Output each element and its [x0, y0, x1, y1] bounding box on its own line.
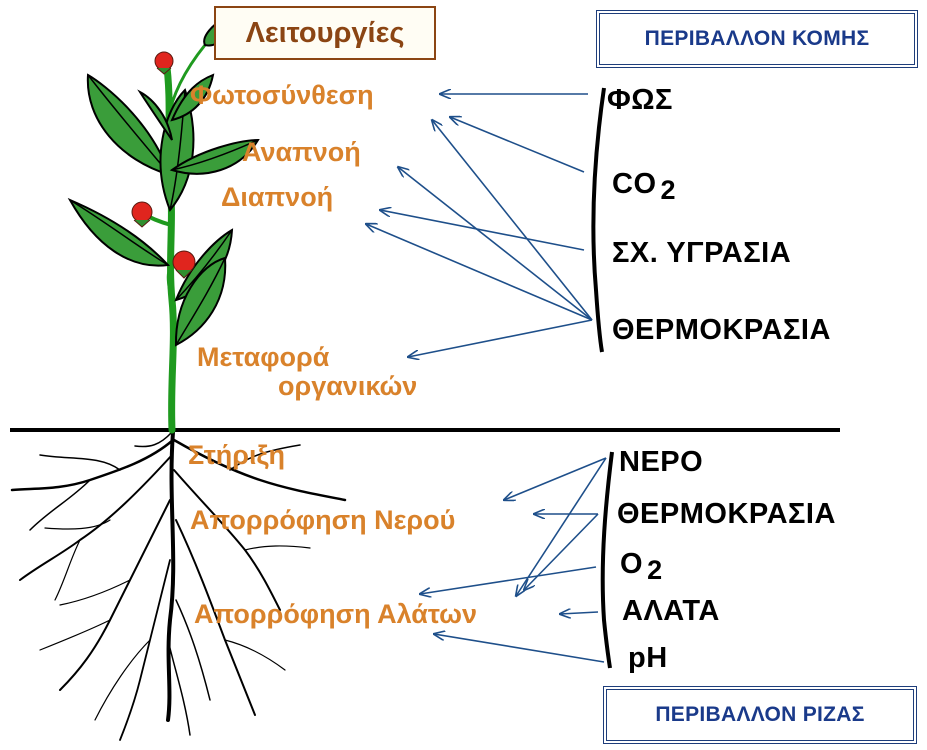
root-environment-label: ΠΕΡΙΒΑΛΛΟΝ ΡΙΖΑΣ: [655, 703, 865, 726]
plant-flowers: [131, 51, 196, 279]
factor-water: ΝΕΡΟ: [619, 446, 704, 478]
root-arrows: [420, 457, 607, 663]
arrow-temp-salt-absorption: [524, 513, 599, 590]
arrow-temp-respiration: [398, 167, 593, 321]
canopy-arrows: [366, 94, 593, 357]
factor-ph: pH: [628, 642, 668, 674]
factor-root-temperature: ΘΕΡΜΟΚΡΑΣΙΑ: [617, 498, 836, 530]
root-system: [10, 430, 347, 741]
arrow-temp-transport: [408, 319, 593, 357]
factor-co2-text: CO: [612, 168, 657, 200]
canopy-bracket: [591, 87, 606, 353]
arrow-water-salt-absorption: [516, 457, 607, 596]
function-support: Στήριξη: [188, 440, 286, 470]
arrow-salts-salt-absorption: [560, 612, 599, 614]
functions-title: Λειτουργίες: [245, 16, 405, 49]
functions-title-box: Λειτουργίες: [214, 6, 436, 60]
root-environment-box: ΠΕΡΙΒΑΛΛΟΝ ΡΙΖΑΣ: [603, 686, 917, 744]
factor-light: ΦΩΣ: [607, 84, 673, 116]
arrow-humidity-transpiration: [380, 210, 585, 251]
factor-o2-text: O: [620, 548, 644, 580]
arrow-temp-photosynthesis: [432, 120, 593, 321]
function-transport-line2: οργανικών: [278, 371, 418, 401]
arrow-co2-photosynthesis: [450, 117, 585, 173]
canopy-environment-box: ΠΕΡΙΒΑΛΛΟΝ ΚΟΜΗΣ: [596, 10, 918, 68]
function-transport-line1: Μεταφορά: [197, 342, 330, 372]
function-water-absorption: Απορρόφηση Νερού: [190, 505, 456, 535]
factor-salts: ΑΛΑΤΑ: [622, 595, 720, 627]
factor-humidity: ΣΧ. ΥΓΡΑΣΙΑ: [612, 237, 792, 269]
function-salt-absorption: Απορρόφηση Αλάτων: [194, 599, 477, 629]
arrow-temp-transpiration: [366, 224, 593, 321]
canopy-environment-label: ΠΕΡΙΒΑΛΛΟΝ ΚΟΜΗΣ: [644, 27, 870, 50]
arrow-water-water-absorption: [504, 457, 607, 500]
arrow-o2-salt-absorption: [420, 566, 597, 594]
factor-o2-subscript: 2: [647, 555, 663, 585]
factor-co2-subscript: 2: [660, 175, 677, 205]
root-bracket: [600, 451, 614, 669]
function-photosynthesis: Φωτοσύνθεση: [190, 80, 374, 110]
function-respiration: Αναπνοή: [242, 137, 361, 167]
arrow-ph-salt-absorption: [434, 634, 605, 663]
plant-leaves: [67, 12, 260, 347]
function-transpiration: Διαπνοή: [221, 182, 334, 212]
factor-canopy-temperature: ΘΕΡΜΟΚΡΑΣΙΑ: [612, 314, 831, 346]
